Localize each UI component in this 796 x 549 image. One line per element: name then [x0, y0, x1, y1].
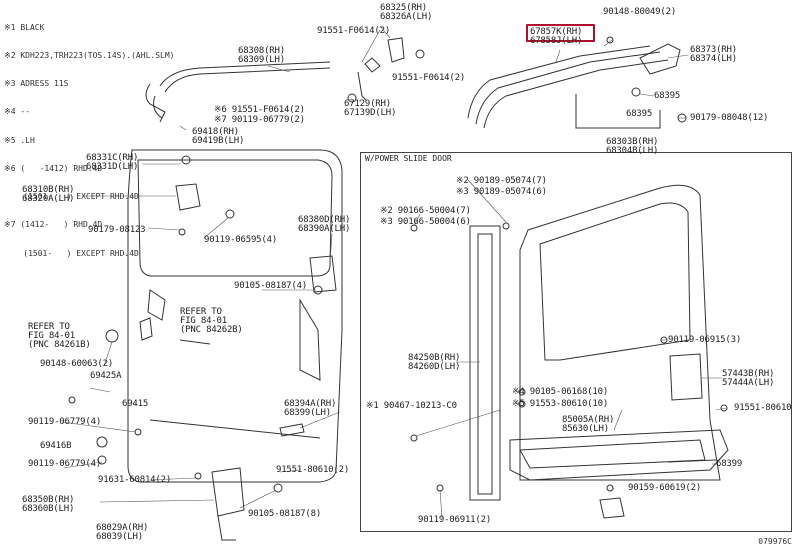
- legend-line: ※1 BLACK: [4, 22, 45, 32]
- part-label-68395-b[interactable]: 68395: [626, 109, 653, 119]
- part-label-91631-60814[interactable]: 91631-60814(2): [98, 475, 172, 485]
- part-label-68331[interactable]: 68331C(RH) 68331D(LH): [86, 153, 139, 172]
- part-label-68308[interactable]: 68308(RH) 68309(LH): [238, 46, 285, 65]
- legend-line: (1501- ) EXCEPT RHD.4D: [4, 192, 139, 202]
- legend: ※1 BLACK ※2 KDH223,TRH223(TOS.14S).(AHL.…: [4, 4, 174, 277]
- legend-line: ※5 .LH: [4, 135, 35, 145]
- power-slide-door-inset: [360, 152, 792, 532]
- part-label-90179-08123[interactable]: 90179-08123: [88, 225, 146, 235]
- part-label-68395-a[interactable]: 68395: [654, 91, 681, 101]
- part-label-68373[interactable]: 68373(RH) 68374(LH): [690, 45, 737, 64]
- inset-title: W/POWER SLIDE DOOR: [365, 154, 452, 163]
- legend-line: ※7 (1412- ) RHD.4D: [4, 220, 103, 230]
- part-label-68394[interactable]: 68394A(RH) 68399(LH): [284, 399, 337, 418]
- part-label-90467-10213[interactable]: ※1 90467-10213-C0: [366, 401, 457, 411]
- legend-line: ※2 KDH223,TRH223(TOS.14S).(AHL.SLM): [4, 51, 175, 61]
- part-label-90189-05074-6[interactable]: ※3 90189-05074(6): [456, 187, 547, 197]
- part-label-90119-06915[interactable]: 90119-06915(3): [668, 335, 742, 345]
- part-label-69415[interactable]: 69415: [122, 399, 149, 409]
- part-label-90105-08187-8[interactable]: 90105-08187(8): [248, 509, 322, 519]
- part-label-90119-06779-7[interactable]: ※7 90119-06779(2): [214, 115, 305, 125]
- part-label-91551-f0614-top[interactable]: 91551-F0614(2): [317, 26, 391, 36]
- part-label-68350[interactable]: 68350B(RH) 68360B(LH): [22, 495, 75, 514]
- part-label-90119-06779-4b[interactable]: 90119-06779(4): [28, 459, 102, 469]
- part-label-90159-60619[interactable]: 90159-60619(2): [628, 483, 702, 493]
- part-label-67129[interactable]: 67129(RH) 67139D(LH): [344, 99, 397, 118]
- part-label-90119-06595[interactable]: 90119-06595(4): [204, 235, 278, 245]
- reference-note-84261b: REFER TO FIG 84-01 (PNC 84261B): [28, 322, 91, 350]
- part-label-68029[interactable]: 68029A(RH) 68039(LH): [96, 523, 149, 542]
- part-label-90148-80049[interactable]: 90148-80049(2): [603, 7, 677, 17]
- upper-rail-rh-shape: [159, 61, 331, 87]
- part-label-68380[interactable]: 68380D(RH) 68390A(LH): [298, 215, 351, 234]
- part-label-85005[interactable]: 85005A(RH) 85630(LH): [562, 415, 615, 434]
- part-label-84250[interactable]: 84250B(RH) 84260D(LH): [408, 353, 461, 372]
- part-label-90148-60063[interactable]: 90148-60063(2): [40, 359, 114, 369]
- part-label-91551-f0614-mid[interactable]: 91551-F0614(2): [392, 73, 466, 83]
- part-label-91551-80610-2[interactable]: 91551-80610(2): [276, 465, 350, 475]
- part-label-90119-06779-4[interactable]: 90119-06779(4): [28, 417, 102, 427]
- part-label-91553-80610[interactable]: ※5 91553-80610(10): [512, 399, 609, 409]
- part-label-69425[interactable]: 69425A: [90, 371, 122, 381]
- part-label-68303[interactable]: 68303B(RH) 68304B(LH): [606, 137, 659, 156]
- part-label-91551-f0614-6[interactable]: ※6 91551-F0614(2): [214, 105, 305, 115]
- legend-line: ※3 ADRESS 11S: [4, 79, 69, 89]
- highlight-box: [526, 24, 595, 42]
- part-label-90189-05074-7[interactable]: ※2 90189-05074(7): [456, 176, 547, 186]
- part-label-90179-08048[interactable]: 90179-08048(12): [690, 113, 769, 123]
- legend-line: (1501- ) EXCEPT RHD.4D: [4, 248, 139, 258]
- part-label-90119-06911[interactable]: 90119-06911(2): [418, 515, 492, 525]
- part-label-90166-50004-7[interactable]: ※2 90166-50004(7): [380, 206, 471, 216]
- part-label-90166-50004-6[interactable]: ※3 90166-50004(6): [380, 217, 471, 227]
- part-label-69418[interactable]: 69418(RH) 69419B(LH): [192, 127, 245, 146]
- diagram-code: 079976C: [758, 537, 792, 546]
- legend-line: ※6 ( -1412) RHD.4D: [4, 163, 103, 173]
- part-label-57443[interactable]: 57443B(RH) 57444A(LH): [722, 369, 775, 388]
- part-label-90105-06168[interactable]: ※4 90105-06168(10): [512, 387, 609, 397]
- part-label-68325[interactable]: 68325(RH) 68326A(LH): [380, 3, 433, 22]
- part-label-68399[interactable]: 68399: [716, 459, 743, 469]
- part-label-68310[interactable]: 68310B(RH) 68320A(LH): [22, 185, 75, 204]
- part-label-67857[interactable]: 67857K(RH) 67858J(LH): [530, 27, 583, 46]
- reference-note-84262b: REFER TO FIG 84-01 (PNC 84262B): [180, 307, 243, 335]
- part-label-90105-08187-4[interactable]: 90105-08187(4): [234, 281, 308, 291]
- legend-line: ※4 --: [4, 107, 30, 117]
- part-label-69416[interactable]: 69416B: [40, 441, 72, 451]
- part-label-91551-80610[interactable]: 91551-80610: [734, 403, 792, 413]
